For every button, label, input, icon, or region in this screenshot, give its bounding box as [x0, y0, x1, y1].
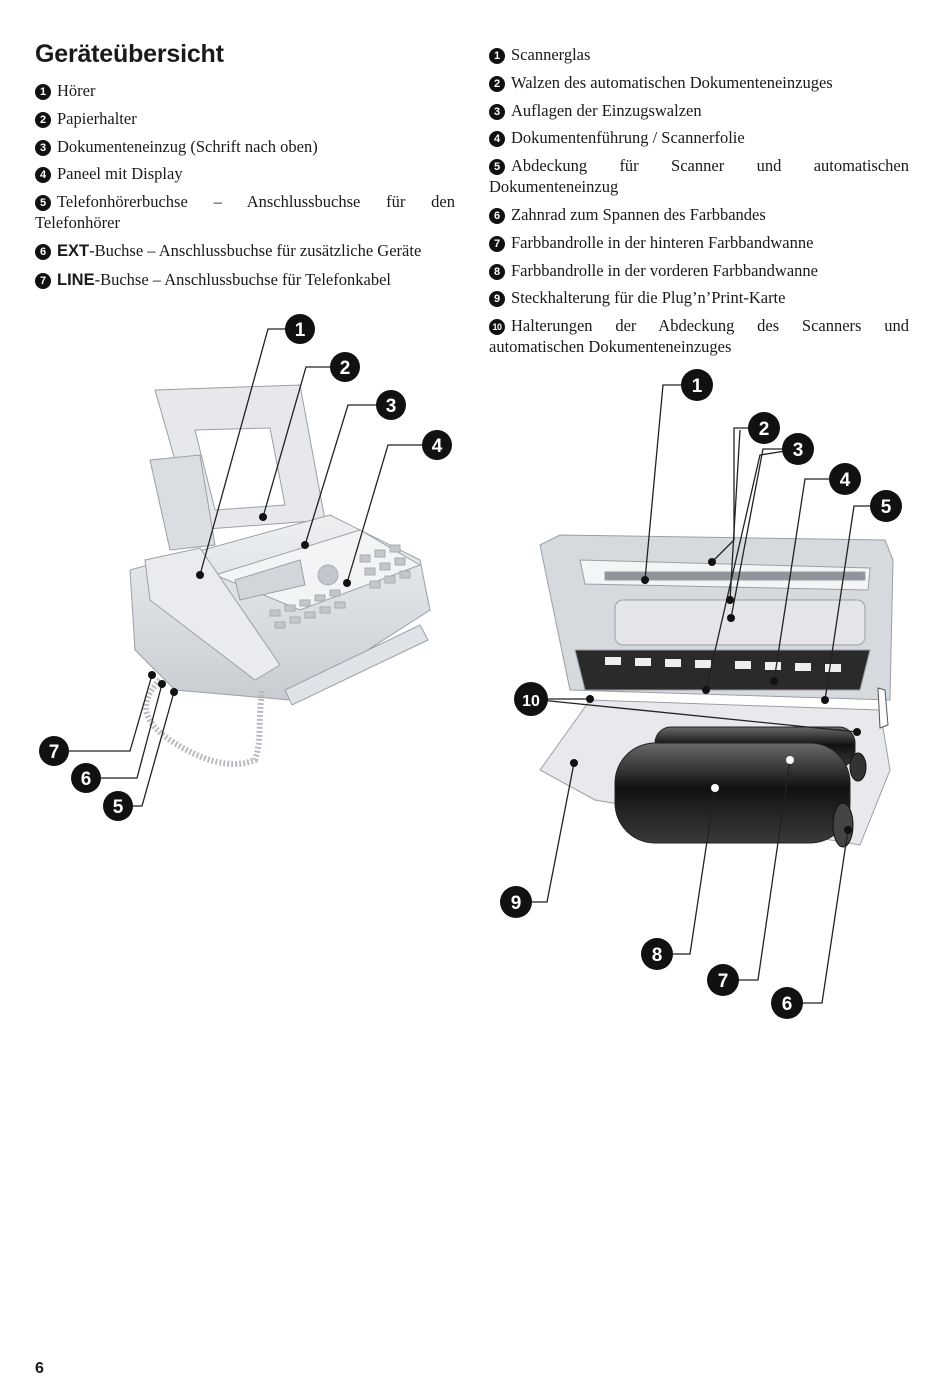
- svg-text:4: 4: [840, 470, 851, 491]
- svg-text:5: 5: [113, 797, 124, 818]
- connector-dots-right: [570, 558, 861, 834]
- svg-text:3: 3: [386, 396, 397, 417]
- number-badge: 4: [35, 167, 51, 184]
- svg-text:1: 1: [295, 320, 306, 341]
- svg-text:4: 4: [432, 436, 443, 457]
- callout-right-10: 10: [514, 682, 548, 716]
- number-badge: 6: [35, 243, 51, 260]
- callout-right-6: 6: [771, 987, 803, 1019]
- number-badge: 7: [35, 272, 51, 289]
- svg-text:10: 10: [522, 693, 540, 710]
- callout-left-1: 1: [285, 314, 315, 344]
- callout-left-2: 2: [330, 352, 360, 382]
- connector-dots-left: [148, 513, 351, 696]
- callout-right-8: 8: [641, 938, 673, 970]
- svg-text:7: 7: [718, 971, 729, 992]
- page-title: Geräteübersicht: [35, 40, 224, 68]
- number-badge: 5: [489, 159, 505, 176]
- fax-interior-drawing: [539, 534, 894, 848]
- callout-left-4: 4: [422, 430, 452, 460]
- callout-left-6: 6: [71, 763, 101, 793]
- number-badge: 4: [489, 131, 505, 148]
- fax-machine-drawing: [129, 384, 431, 767]
- number-badge: 9: [489, 291, 505, 308]
- svg-text:2: 2: [340, 358, 351, 379]
- svg-text:3: 3: [793, 440, 804, 461]
- svg-text:8: 8: [652, 945, 663, 966]
- callout-right-5: 5: [870, 490, 902, 522]
- number-badge: 8: [489, 263, 505, 280]
- page-number: 6: [35, 1360, 44, 1377]
- number-badge: 1: [35, 84, 51, 100]
- svg-text:1: 1: [692, 376, 703, 397]
- svg-text:7: 7: [49, 742, 60, 763]
- callout-right-9: 9: [500, 886, 532, 918]
- svg-text:6: 6: [81, 769, 92, 790]
- number-badge: 10: [489, 319, 505, 336]
- callout-right-7: 7: [707, 964, 739, 996]
- callout-right-3: 3: [782, 433, 814, 465]
- number-badge: 7: [489, 235, 505, 252]
- number-badge: 2: [35, 111, 51, 128]
- callout-right-2: 2: [748, 412, 780, 444]
- number-badge: 6: [489, 207, 505, 224]
- svg-text:9: 9: [511, 893, 522, 914]
- callout-right-1: 1: [681, 369, 713, 401]
- callout-left-7: 7: [39, 736, 69, 766]
- number-badge: 2: [489, 75, 505, 92]
- callout-right-4: 4: [829, 463, 861, 495]
- number-badge: 3: [489, 103, 505, 120]
- svg-text:2: 2: [759, 419, 770, 440]
- svg-text:5: 5: [881, 497, 892, 518]
- number-badge: 1: [489, 48, 505, 64]
- callout-left-3: 3: [376, 390, 406, 420]
- number-badge: 3: [35, 139, 51, 156]
- callout-left-5: 5: [103, 791, 133, 821]
- svg-text:6: 6: [782, 994, 793, 1015]
- number-badge: 5: [35, 195, 51, 212]
